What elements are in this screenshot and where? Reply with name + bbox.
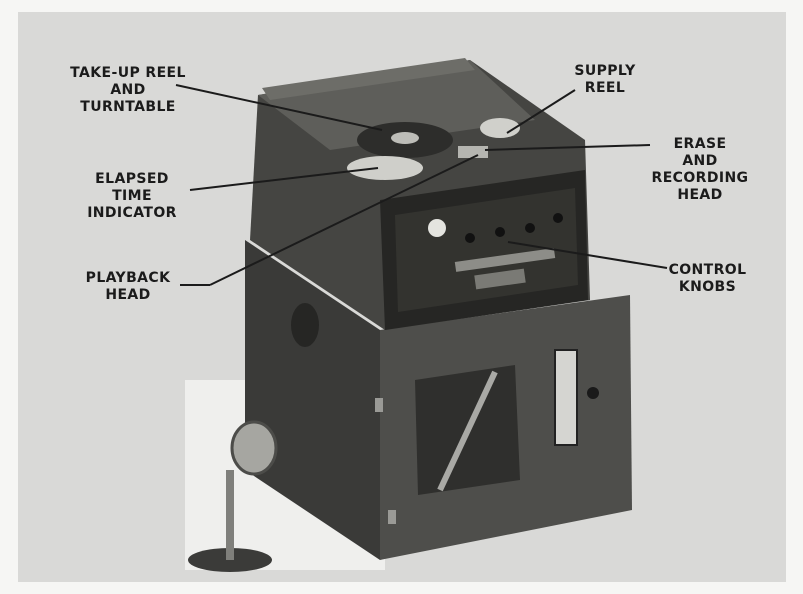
control-knob <box>525 223 535 233</box>
mic-stand <box>226 470 234 560</box>
callout-playback-head: PLAYBACK HEAD <box>85 270 171 303</box>
latch <box>375 398 383 412</box>
leader-lines <box>175 84 668 286</box>
callout-takeup-reel: TAKE-UP REEL AND TURNTABLE <box>70 65 186 115</box>
tape-slot <box>454 248 556 272</box>
control-knob <box>495 227 505 237</box>
turntable-hub <box>391 132 419 144</box>
head-assembly <box>458 146 488 158</box>
side-speaker-vent <box>291 303 319 347</box>
callout-supply-reel: SUPPLY REEL <box>574 63 636 96</box>
deck-top-surface <box>258 60 535 150</box>
microphone-icon <box>230 420 278 476</box>
callout-control-knobs: CONTROL KNOBS <box>668 262 747 295</box>
latch <box>388 510 396 524</box>
control-knob <box>465 233 475 243</box>
panel-handle <box>474 268 526 290</box>
callout-erase-recording-head: ERASE AND RECORDING HEAD <box>651 136 749 203</box>
supply-reel <box>480 118 520 138</box>
deck-lid <box>262 58 475 100</box>
cabinet-knob <box>587 387 599 399</box>
cabinet-left-side <box>245 240 380 560</box>
panel-meter <box>428 219 446 237</box>
grille-diagonal-bar <box>437 370 498 492</box>
control-knob <box>553 213 563 223</box>
callout-elapsed-time: ELAPSED TIME INDICATOR <box>87 171 177 221</box>
elapsed-time-dial <box>347 156 423 180</box>
control-panel-inner <box>395 188 578 312</box>
dial-strip <box>554 349 578 446</box>
